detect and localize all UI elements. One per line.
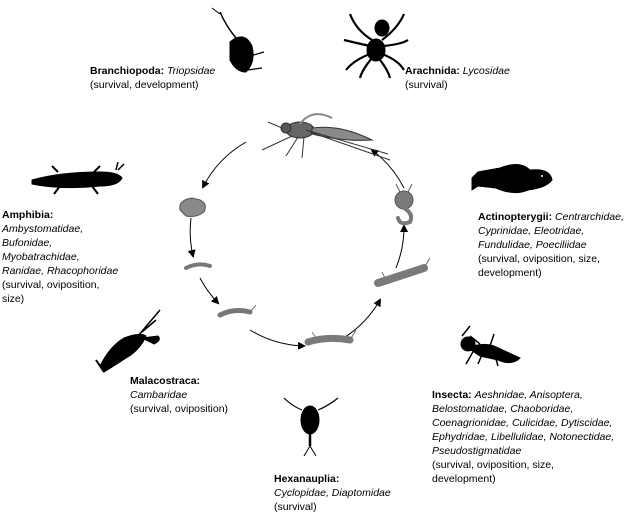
pupa-icon (394, 183, 414, 226)
egg-raft-icon (179, 197, 206, 217)
amphibia-label: Amphibia: Ambystomatidae, Bufonidae, Myo… (2, 208, 118, 306)
branchiopoda-effects: (survival, development) (90, 79, 199, 91)
arachnida-effects: (survival) (405, 79, 448, 91)
third-instar-larva-icon (304, 329, 357, 346)
branchiopoda-families: Triopsidae (167, 65, 216, 77)
amphibia-family-line: Ranidae, Rhacophoridae (2, 265, 119, 277)
actinopterygii-taxon: Actinopterygii: (478, 211, 553, 223)
dragonfly-nymph-icon (460, 325, 521, 367)
actinopterygii-family-line: Cyprinidae, Eleotridae, (478, 225, 585, 237)
hexanauplia-label: Hexanauplia: Cyclopidae, Diaptomidae (su… (274, 472, 391, 514)
first-instar-larva-icon (184, 262, 212, 270)
amphibia-family-line: Bufonidae, (2, 237, 53, 249)
arrow-pupa-to-adult (370, 148, 405, 189)
insecta-label: Insecta: Aeshnidae, Anisoptera, Belostom… (432, 388, 614, 486)
tadpole-shrimp-icon (211, 7, 265, 73)
hexanauplia-family-line: Cyclopidae, Diaptomidae (274, 487, 391, 499)
arrow-l3-to-l4 (341, 298, 381, 340)
amphibia-taxon: Amphibia: (2, 209, 54, 221)
insecta-family-line: Belostomatidae, Chaoboridae, (432, 403, 574, 415)
malacostraca-effects: (survival, oviposition) (130, 403, 229, 415)
fish-icon (471, 164, 553, 194)
crayfish-icon (95, 309, 161, 373)
insecta-taxon: Insecta: (432, 389, 472, 401)
branchiopoda-label: Branchiopoda: Triopsidae (survival, deve… (90, 64, 215, 92)
spider-icon (343, 13, 409, 79)
insecta-effects-line: development) (432, 473, 496, 485)
actinopterygii-family-line: Fundulidae, Poeciliidae (478, 239, 587, 251)
malacostraca-label: Malacostraca: Cambaridae (survival, ovip… (130, 374, 228, 416)
malacostraca-taxon: Malacostraca: (130, 375, 201, 387)
insecta-family-line: Pseudostigmatidae (432, 445, 522, 457)
actinopterygii-effects-line: development) (478, 267, 542, 279)
salamander-icon (31, 161, 125, 195)
arachnida-families: Lycosidae (462, 65, 510, 77)
arrow-adult-to-egg (202, 141, 247, 189)
copepod-icon (283, 397, 339, 457)
branchiopoda-taxon: Branchiopoda: (90, 65, 165, 77)
fourth-instar-larva-icon (374, 257, 431, 287)
hexanauplia-effects: (survival) (274, 501, 317, 513)
insecta-families: Aeshnidae, Anisoptera, (474, 389, 583, 401)
insecta-effects-line: (survival, oviposition, size, (432, 459, 554, 471)
arrow-l4-to-pupa (395, 224, 409, 269)
amphibia-effects-line: (survival, oviposition, (2, 279, 100, 291)
amphibia-family-line: Ambystomatidae, (2, 223, 84, 235)
amphibia-effects-line: size) (2, 293, 25, 305)
arachnida-label: Arachnida: Lycosidae (survival) (405, 64, 510, 92)
actinopterygii-label: Actinopterygii: Centrarchidae, Cyprinida… (478, 210, 624, 280)
arrow-egg-to-l1 (187, 217, 196, 258)
actinopterygii-families: Centrarchidae, (555, 211, 624, 223)
hexanauplia-taxon: Hexanauplia: (274, 473, 340, 485)
actinopterygii-effects-line: (survival, oviposition, size, (478, 253, 600, 265)
second-instar-larva-icon (217, 304, 257, 318)
amphibia-family-line: Myobatrachidae, (2, 251, 80, 263)
arrow-l1-to-l2 (199, 277, 220, 305)
arrow-l2-to-l3 (249, 329, 306, 350)
insecta-family-line: Coenagrionidae, Culicidae, Dytiscidae, (432, 417, 613, 429)
adult-mosquito-icon (261, 113, 391, 161)
malacostraca-family-line: Cambaridae (130, 389, 188, 401)
arachnida-taxon: Arachnida: (405, 65, 460, 77)
insecta-family-line: Ephydridae, Libellulidae, Notonectidae, (432, 431, 615, 443)
